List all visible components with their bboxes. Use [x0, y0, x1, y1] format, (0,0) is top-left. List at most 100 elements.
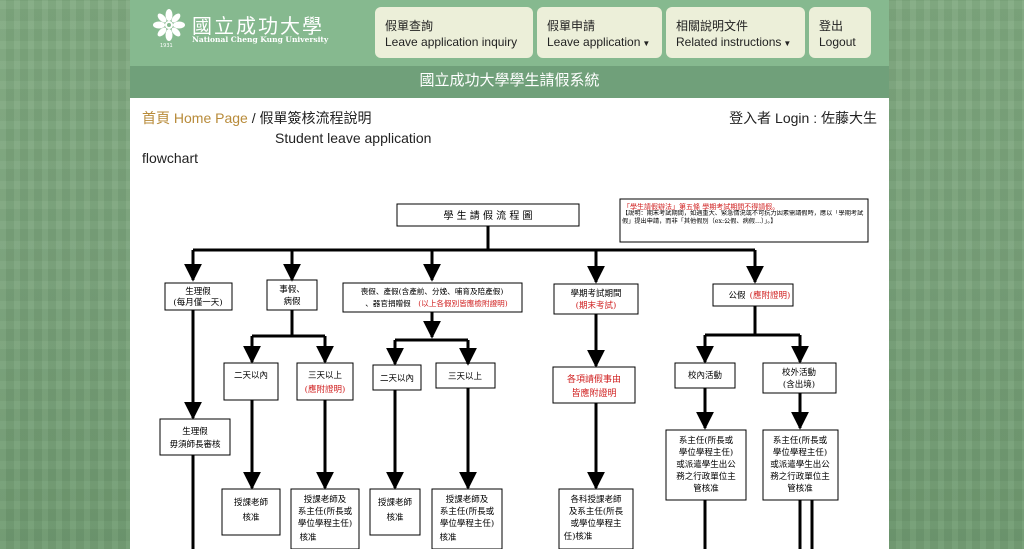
- flow-text: (含出境): [783, 379, 815, 390]
- nav-label-en: Logout: [819, 35, 856, 49]
- flow-text: 務之行政單位主: [770, 471, 830, 482]
- flow-text: 事假、: [279, 284, 305, 295]
- flow-text: 校外活動: [782, 367, 816, 378]
- nav-leave-inquiry[interactable]: 假單查詢 Leave application inquiry: [375, 7, 533, 58]
- flow-text: 二天以內: [380, 374, 414, 384]
- flow-box-three-up-b: [435, 362, 496, 389]
- flow-text: 生理假: [182, 426, 208, 437]
- breadcrumb: 首頁 Home Page / 假單簽核流程說明: [142, 108, 372, 128]
- flow-box-dept-unit: [665, 429, 747, 501]
- breadcrumb-current-cn: 假單簽核流程說明: [259, 110, 372, 126]
- flow-text: 二天以內: [234, 371, 268, 381]
- flow-text: 授課老師及: [304, 494, 347, 505]
- flow-text: 授課老師: [378, 497, 413, 508]
- flow-box-dept-unit-b: [762, 429, 839, 501]
- flow-box-teacher-dept: [290, 488, 360, 549]
- flow-text: 毋須師長審核: [169, 439, 221, 450]
- flow-text: 或學位學程主: [570, 518, 622, 529]
- flow-box-three-up: [296, 362, 354, 401]
- flow-text: 系主任(所長或: [440, 506, 495, 517]
- flow-text: 務之行政單位主: [676, 471, 736, 482]
- flow-text: 管核准: [693, 483, 719, 494]
- flow-box-teacher: [221, 488, 281, 536]
- flow-box-off-campus: [762, 362, 837, 394]
- flow-text: (每月僅一天): [173, 297, 222, 308]
- flow-text: 核准: [386, 512, 404, 523]
- flow-text: 或派遣學生出公: [770, 459, 830, 470]
- flow-text: 系主任(所長或: [773, 435, 828, 446]
- flow-text: 學位學程主任): [298, 518, 352, 529]
- flow-text: 系主任(所長或: [298, 506, 353, 517]
- flow-box-funeral: [342, 282, 523, 313]
- system-title: 國立成功大學學生請假系統: [130, 66, 889, 98]
- page-container: 1931 國立成功大學 National Cheng Kung Universi…: [130, 0, 889, 549]
- flow-text: 核准: [299, 532, 317, 543]
- breadcrumb-separator: /: [247, 110, 260, 126]
- flow-text: 核准: [242, 512, 260, 523]
- caret-down-icon: ▼: [642, 39, 651, 48]
- flow-box-teacher-b: [369, 488, 421, 536]
- flow-text: 核准: [439, 532, 457, 543]
- flow-title-box: [396, 203, 580, 227]
- flow-text: 三天以上: [308, 371, 343, 381]
- flow-box-menstrual-approve: [159, 418, 231, 456]
- flow-text: 或派遣學生出公: [676, 459, 736, 470]
- logo-year: 1931: [160, 43, 173, 49]
- flow-box-menstrual: [164, 282, 233, 311]
- nav-label-en: Related instructions: [676, 35, 782, 49]
- logo-name-en: National Cheng Kung University: [192, 35, 329, 44]
- header-bar: 1931 國立成功大學 National Cheng Kung Universi…: [130, 0, 889, 66]
- flow-note-red: 「學生請假辦法」第五條 學期考試期間不得請假。: [623, 202, 779, 211]
- flow-box-on-campus: [674, 362, 736, 389]
- flow-text: 管核准: [787, 483, 813, 494]
- flow-text: 授課老師及: [446, 494, 489, 505]
- flow-box-within-two: [223, 362, 279, 401]
- flow-text: (應附證明): [750, 290, 791, 301]
- flow-text: 生理假: [185, 286, 211, 297]
- flow-text: 病假: [283, 296, 301, 307]
- breadcrumb-home-link[interactable]: 首頁 Home Page: [142, 110, 248, 126]
- flow-text: 公假: [728, 291, 746, 301]
- nav-label-cn: 相關說明文件: [676, 19, 749, 33]
- main-nav: 假單查詢 Leave application inquiry 假單申請 Leav…: [375, 7, 871, 58]
- caret-down-icon: ▼: [783, 39, 792, 48]
- login-user: 登入者 Login : 佐藤大生: [729, 110, 877, 126]
- flow-text: 學期考試期間: [570, 288, 621, 299]
- flow-box-exam: [553, 283, 639, 315]
- flow-text: 學位學程主任): [679, 447, 733, 458]
- flow-text: 及系主任(所長: [569, 506, 624, 517]
- nav-logout[interactable]: 登出 Logout: [809, 7, 871, 58]
- flow-note-black: 【說明：期末考試期間，如遇重大、緊急情況或不可抗力因素需請假時，應以「學期考試假…: [622, 210, 864, 225]
- nav-related-instructions[interactable]: 相關說明文件 Related instructions▼: [666, 7, 805, 58]
- flow-text: 各科授課老師: [570, 494, 622, 505]
- nav-label-cn: 登出: [819, 19, 844, 33]
- flow-text: (以上各假別皆應檢附證明): [418, 298, 507, 308]
- logo-name-cn: 國立成功大學: [192, 14, 324, 38]
- flow-text: 皆應附證明: [571, 387, 616, 399]
- nav-leave-application[interactable]: 假單申請 Leave application▼: [537, 7, 662, 58]
- university-logo[interactable]: 1931 國立成功大學 National Cheng Kung Universi…: [152, 8, 328, 49]
- flow-text: 系主任(所長或: [679, 435, 734, 446]
- flow-text: 喪假、產假(含產前、分娩、哺育及陪產假): [361, 286, 504, 296]
- breadcrumb-current-en-2: flowchart: [142, 150, 199, 166]
- nav-label-en: Leave application: [547, 35, 641, 49]
- flow-text: 授課老師: [234, 497, 269, 508]
- flow-text: (期末考試): [576, 300, 617, 311]
- flow-box-personal: [266, 279, 318, 311]
- nav-label-cn: 假單申請: [547, 19, 596, 33]
- flow-box-official: [712, 283, 794, 307]
- flow-text: 各項請假事由: [567, 373, 621, 385]
- flow-text: 任)核准: [564, 531, 593, 542]
- ncku-seal-icon: [153, 9, 185, 41]
- flow-box-all-teachers: [558, 488, 634, 549]
- nav-label-en: Leave application inquiry: [385, 35, 518, 49]
- flow-box-within-two-b: [372, 364, 422, 391]
- flow-text: 校內活動: [688, 370, 722, 381]
- flow-box-exam-proof: [552, 366, 636, 404]
- flow-text: 三天以上: [448, 372, 483, 382]
- breadcrumb-current-en-1: Student leave application: [275, 130, 432, 146]
- flow-box-teacher-dept-b: [431, 488, 503, 549]
- flow-text: 、器官捐贈假: [365, 298, 411, 308]
- flow-text: 學位學程主任): [773, 447, 827, 458]
- nav-label-cn: 假單查詢: [385, 19, 434, 33]
